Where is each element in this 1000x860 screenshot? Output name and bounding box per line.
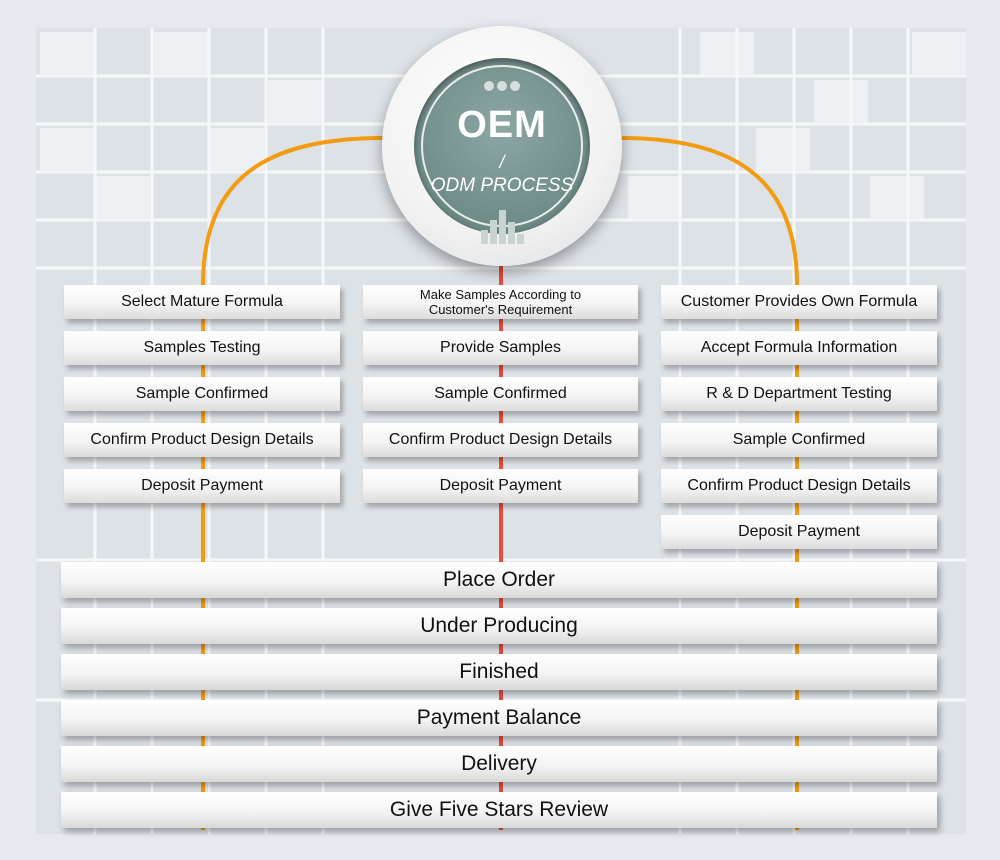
left-step: Deposit Payment (64, 469, 340, 503)
final-step: Payment Balance (61, 700, 937, 736)
right-step: Sample Confirmed (661, 423, 937, 457)
left-step: Sample Confirmed (64, 377, 340, 411)
badge-title: OEM (457, 104, 547, 146)
dots-icon (484, 78, 524, 91)
final-step: Give Five Stars Review (61, 792, 937, 828)
middle-step: Provide Samples (363, 331, 638, 365)
right-step: Customer Provides Own Formula (661, 285, 937, 319)
middle-step: Sample Confirmed (363, 377, 638, 411)
left-arc-line (201, 136, 385, 830)
right-step: Accept Formula Information (661, 331, 937, 365)
left-step: Samples Testing (64, 331, 340, 365)
right-step: Confirm Product Design Details (661, 469, 937, 503)
middle-step: Make Samples According to Customer's Req… (363, 285, 638, 319)
right-step: R & D Department Testing (661, 377, 937, 411)
middle-step: Confirm Product Design Details (363, 423, 638, 457)
badge-subtitle: ODM PROCESS (430, 175, 574, 196)
final-step: Finished (61, 654, 937, 690)
middle-step: Deposit Payment (363, 469, 638, 503)
bar-chart-icon (481, 210, 524, 244)
right-step: Deposit Payment (661, 515, 937, 549)
process-badge: OEM / ODM PROCESS (382, 26, 622, 266)
final-step: Place Order (61, 562, 937, 598)
final-step: Under Producing (61, 608, 937, 644)
left-step: Select Mature Formula (64, 285, 340, 319)
left-step: Confirm Product Design Details (64, 423, 340, 457)
final-step: Delivery (61, 746, 937, 782)
badge-separator: / (499, 152, 505, 172)
right-arc-line (619, 136, 799, 830)
badge-inner-circle: OEM / ODM PROCESS (414, 58, 590, 244)
